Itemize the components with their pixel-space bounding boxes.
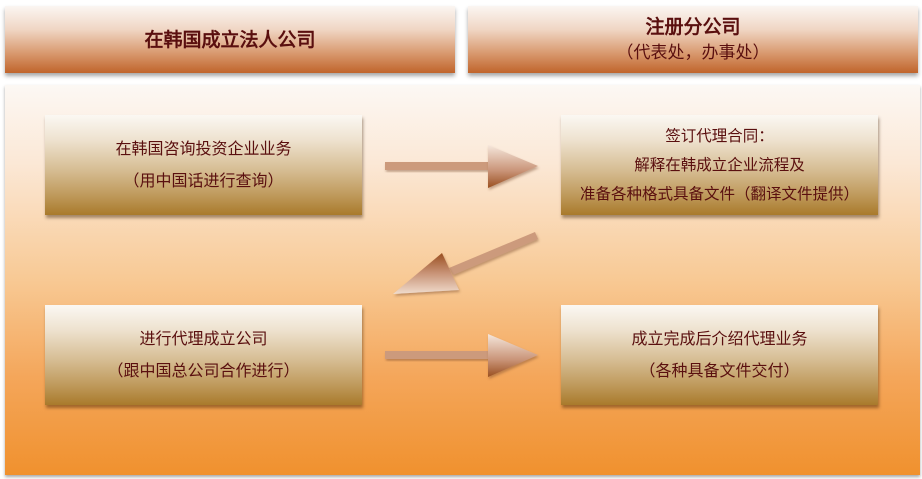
- step-text-line: 成立完成后介绍代理业务: [631, 329, 808, 348]
- arrow-right-icon: [385, 145, 538, 188]
- arrow-down-left-icon: [393, 232, 538, 294]
- step-text-line: 解释在韩成立企业流程及: [634, 155, 805, 174]
- step-text-line: 签订代理合同：: [665, 126, 774, 145]
- header-right-title: 注册分公司: [645, 15, 741, 38]
- header-right-branch: 注册分公司 （代表处，办事处）: [468, 6, 918, 73]
- header-left-title: 在韩国成立法人公司: [144, 28, 316, 51]
- step-establish-box: 进行代理成立公司 （跟中国总公司合作进行）: [45, 305, 362, 405]
- step-text-line: 进行代理成立公司: [139, 329, 268, 348]
- step-text-line: 在韩国咨询投资企业业务: [115, 139, 292, 158]
- step-contract-box: 签订代理合同： 解释在韩成立企业流程及 准备各种格式具备文件（翻译文件提供）: [561, 115, 878, 215]
- header-right-subtitle: （代表处，办事处）: [616, 42, 770, 63]
- header-left-legal-entity: 在韩国成立法人公司: [5, 6, 455, 73]
- step-consult-box: 在韩国咨询投资企业业务 （用中国话进行查询）: [45, 115, 362, 215]
- step-text-line: （各种具备文件交付）: [639, 361, 800, 380]
- step-complete-box: 成立完成后介绍代理业务 （各种具备文件交付）: [561, 305, 878, 405]
- step-text-line: 准备各种格式具备文件（翻译文件提供）: [579, 184, 859, 203]
- step-text-line: （用中国话进行查询）: [123, 171, 284, 190]
- step-text-line: （跟中国总公司合作进行）: [107, 361, 300, 380]
- arrow-right-icon: [385, 334, 538, 377]
